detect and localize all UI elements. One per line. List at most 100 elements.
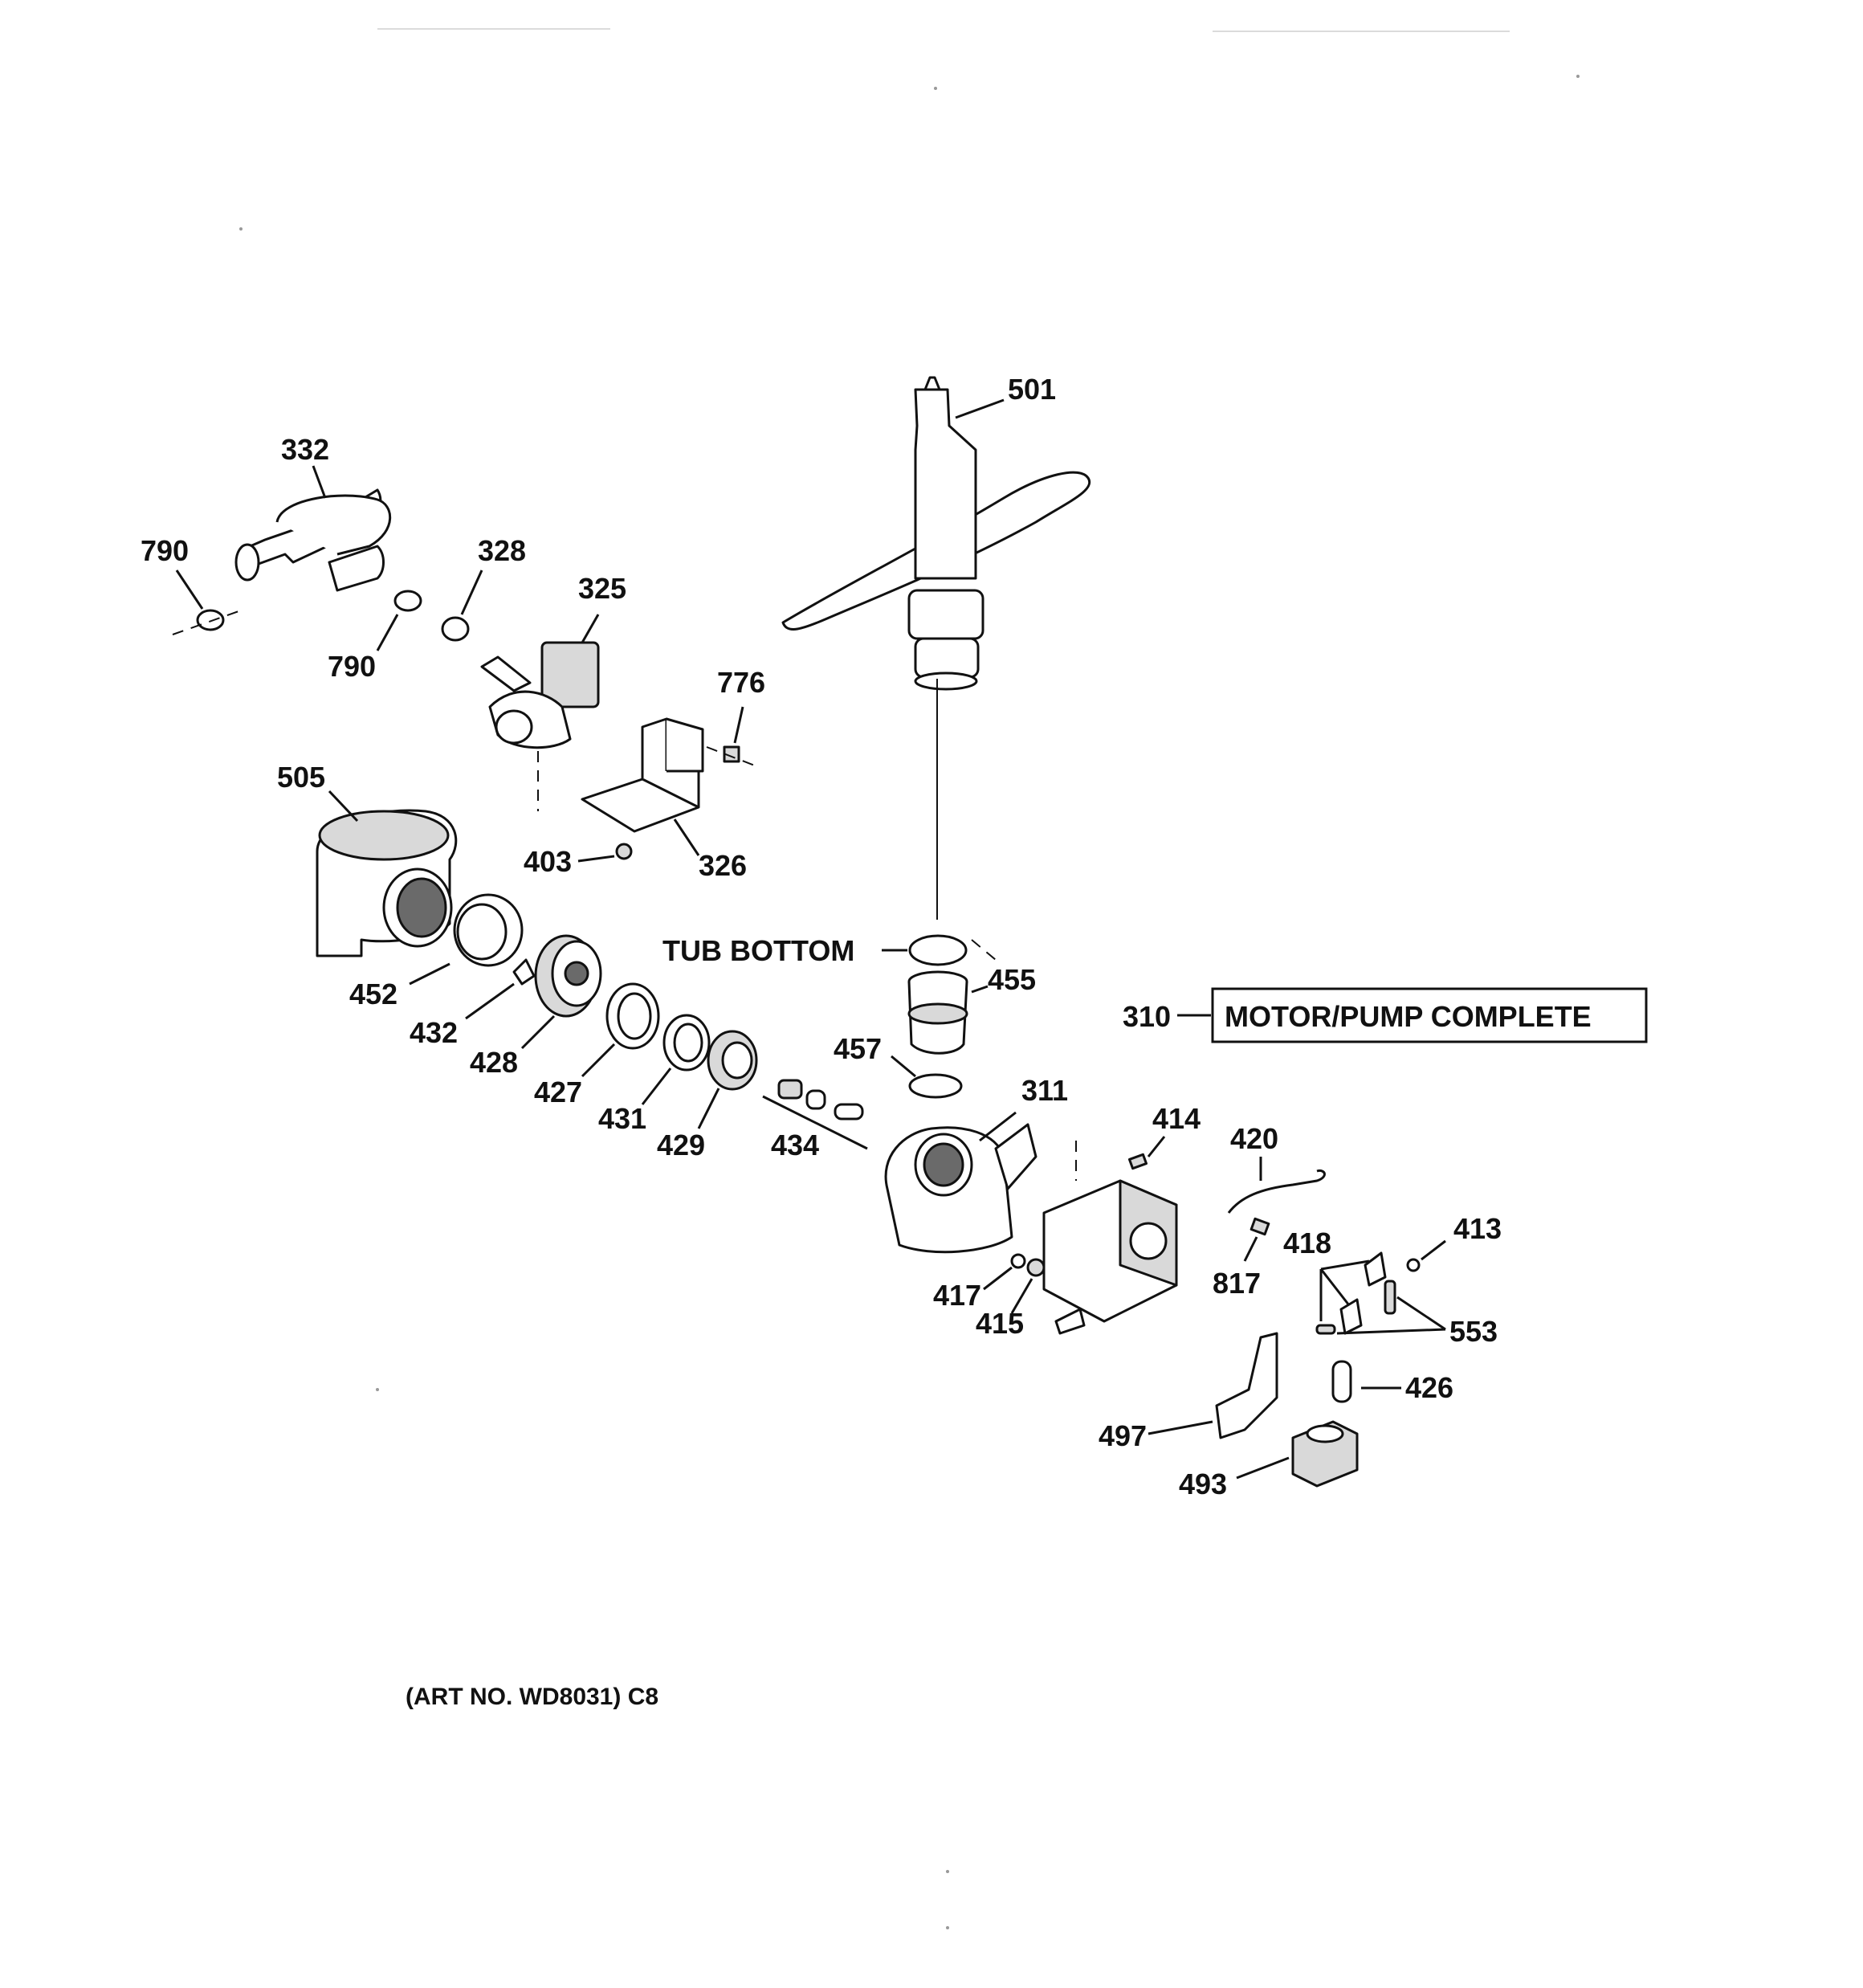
tub-bottom-label: TUB BOTTOM (662, 934, 854, 967)
leader-413 (1421, 1239, 1446, 1261)
callout-776: 776 (717, 666, 765, 699)
callout-403: 403 (524, 845, 572, 878)
callout-413: 413 (1453, 1212, 1502, 1245)
bracket-part (581, 717, 704, 833)
callout-426: 426 (1405, 1371, 1453, 1404)
callout-452: 452 (349, 978, 397, 1010)
callout-434: 434 (771, 1129, 819, 1161)
leader-501 (955, 398, 1005, 419)
leader-311 (979, 1111, 1017, 1142)
callout-431: 431 (598, 1102, 646, 1135)
retainer-part (662, 1014, 711, 1072)
callout-310: 310 (1123, 1000, 1171, 1033)
leader-432 (465, 982, 515, 1020)
motor-pump-label: MOTOR/PUMP COMPLETE (1225, 1000, 1592, 1033)
leader-429 (697, 1088, 720, 1129)
callout-326: 326 (699, 849, 747, 882)
nut-415-part (1026, 1258, 1046, 1277)
dash-790a (172, 610, 242, 635)
callout-418: 418 (1283, 1227, 1331, 1259)
leader-553b (1336, 1328, 1446, 1335)
callout-311: 311 (1021, 1074, 1068, 1107)
scan-specks (239, 28, 1580, 1929)
callout-417: 417 (933, 1279, 981, 1312)
solenoid-part (1291, 1420, 1359, 1488)
callout-414: 414 (1152, 1102, 1201, 1135)
leader-326 (673, 818, 700, 856)
leader-418b (1319, 1268, 1351, 1306)
leader-332 (312, 465, 327, 499)
gasket-part (441, 616, 470, 642)
leader-505 (328, 790, 359, 823)
tub-bottom-ring (908, 934, 968, 966)
callout-432: 432 (410, 1016, 458, 1049)
leader-403 (577, 855, 615, 863)
callout-817: 817 (1213, 1267, 1261, 1300)
leader-790a (175, 569, 204, 610)
leader-553a (1396, 1296, 1446, 1331)
callout-455: 455 (988, 963, 1036, 996)
motor-part (1042, 1179, 1178, 1335)
leader-415 (1010, 1278, 1033, 1314)
bolt-part (1249, 1217, 1270, 1236)
link-rod-part (1227, 1169, 1326, 1214)
leader-776 (733, 706, 744, 744)
ring-part (605, 982, 660, 1050)
leader-418a (1320, 1259, 1370, 1271)
leader-457 (891, 1055, 916, 1078)
callout-332: 332 (281, 433, 329, 466)
callout-427: 427 (534, 1076, 582, 1108)
leader-428 (520, 1014, 556, 1050)
plunger-part (1331, 1360, 1352, 1403)
bracket-line-434 (762, 1095, 868, 1150)
callout-428: 428 (470, 1046, 518, 1079)
water-valve-part (480, 641, 600, 749)
motor-screw-part (1127, 1153, 1148, 1170)
leader-328 (460, 569, 483, 615)
hose-clamp-part (196, 590, 422, 631)
leader-427 (581, 1043, 616, 1078)
dash-776 (706, 746, 760, 768)
callout-501: 501 (1008, 373, 1056, 406)
callout-505: 505 (277, 761, 325, 794)
callout-325: 325 (578, 572, 626, 605)
callout-790-left: 790 (141, 534, 189, 567)
callout-497: 497 (1099, 1419, 1147, 1452)
art-number: (ART NO. WD8031) C8 (406, 1684, 658, 1710)
callout-415: 415 (976, 1307, 1024, 1340)
callout-457: 457 (834, 1032, 882, 1065)
leader-414 (1147, 1136, 1166, 1157)
callout-328: 328 (478, 534, 526, 567)
motor-pump-box (1211, 987, 1648, 1043)
nut-part (615, 843, 633, 860)
leader-417 (983, 1266, 1013, 1291)
leader-455 (971, 985, 989, 994)
strainer-part (534, 934, 602, 1018)
boot-clamp-part (908, 1073, 963, 1099)
boot-part (907, 970, 968, 1055)
seal-kit-part (777, 1079, 864, 1121)
washer-part (1010, 1253, 1026, 1269)
callout-790-right: 790 (328, 650, 376, 683)
leader-493 (1236, 1456, 1290, 1480)
dash-tub (971, 939, 997, 961)
callout-553: 553 (1449, 1315, 1498, 1348)
leader-790b (376, 614, 399, 651)
leader-325 (581, 614, 600, 643)
band-clamp-part (453, 893, 524, 967)
callout-420: 420 (1230, 1122, 1278, 1155)
sump-housing-part (316, 809, 458, 957)
leader-452 (409, 962, 450, 986)
callout-429: 429 (657, 1129, 705, 1161)
leader-497 (1148, 1420, 1213, 1435)
clip-part (512, 958, 536, 986)
hose-part (234, 488, 392, 592)
spray-arm-part (781, 376, 1091, 691)
callout-493: 493 (1179, 1468, 1227, 1500)
leader-431 (641, 1067, 672, 1105)
leader-817 (1243, 1236, 1258, 1262)
impeller-part (707, 1030, 758, 1091)
latch-parts (1315, 1251, 1421, 1335)
solenoid-bracket-part (1215, 1332, 1278, 1439)
